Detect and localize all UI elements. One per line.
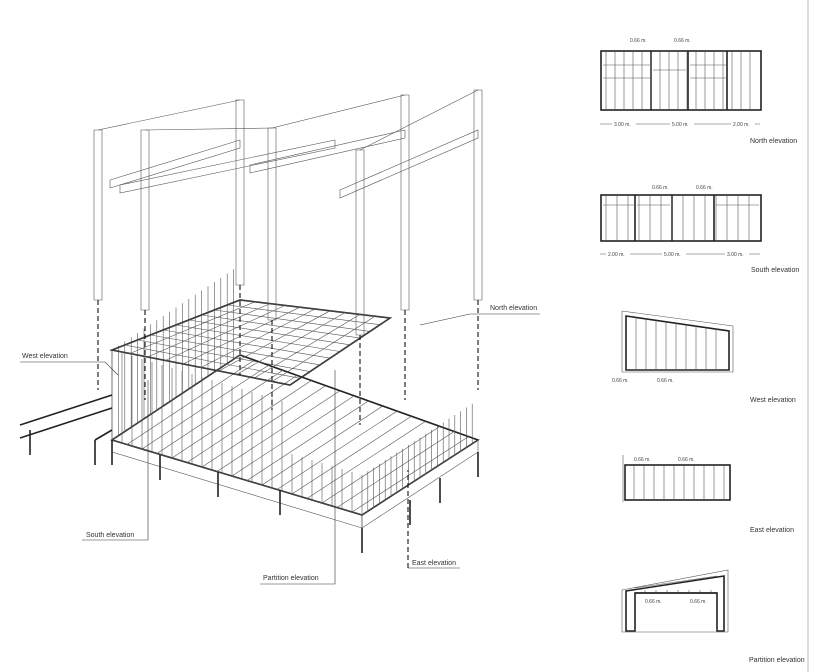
- platform-edge: [111, 439, 363, 529]
- floor-joist: [231, 395, 355, 477]
- svg-text:South elevation: South elevation: [86, 532, 134, 539]
- floor-joist: [321, 426, 441, 504]
- mast-column: [93, 129, 103, 301]
- floor-joist: [186, 380, 312, 463]
- cable-line: [144, 127, 273, 131]
- svg-text:3.00 m.: 3.00 m.: [614, 122, 631, 128]
- floor-joist: [276, 410, 398, 490]
- svg-text:5.00 m.: 5.00 m.: [664, 252, 681, 258]
- svg-text:North elevation: North elevation: [750, 138, 797, 145]
- floor-joist: [246, 400, 369, 481]
- svg-text:West elevation: West elevation: [750, 397, 796, 404]
- roof-rafter: [272, 315, 376, 382]
- svg-text:0.66 m.: 0.66 m.: [645, 599, 662, 605]
- callout-partition: Partition elevation: [260, 370, 336, 585]
- deck-beam: [94, 429, 113, 441]
- floor-joist: [126, 359, 255, 445]
- south-elevation: 0.66 m. 0.66 m. 2.00 m. 5.00 m. 3.00 m. …: [600, 185, 799, 274]
- svg-text:2.00 m.: 2.00 m.: [733, 122, 750, 128]
- axonometric-frame-drawing: [19, 89, 483, 553]
- floor-joist: [306, 421, 426, 499]
- roof-beam: [249, 129, 406, 174]
- callout-west: West elevation: [20, 353, 119, 376]
- roof-rafter: [227, 304, 381, 325]
- floor-joist: [141, 364, 269, 450]
- floor-joist: [201, 385, 326, 468]
- roof-rafter: [289, 317, 391, 386]
- floor-joist: [216, 390, 341, 472]
- roof-rafter: [254, 314, 361, 379]
- svg-text:0.66 m.: 0.66 m.: [612, 378, 629, 384]
- cable-line: [97, 99, 241, 131]
- mast-column: [140, 129, 150, 311]
- roof-rafter: [201, 314, 361, 339]
- svg-text:0.66 m.: 0.66 m.: [634, 457, 651, 463]
- svg-text:0.66 m.: 0.66 m.: [678, 457, 695, 463]
- floor-joist: [336, 431, 455, 508]
- roof-rafter: [236, 312, 346, 375]
- svg-text:Partition elevation: Partition elevation: [749, 657, 805, 664]
- callout-south: South elevation: [82, 380, 149, 541]
- cable-line: [359, 89, 479, 151]
- svg-text:North elevation: North elevation: [490, 305, 537, 312]
- mast-column: [267, 127, 277, 321]
- floor-joist: [261, 405, 383, 486]
- svg-text:Partition elevation: Partition elevation: [263, 575, 319, 582]
- svg-text:0.66 m.: 0.66 m.: [630, 38, 647, 44]
- svg-text:0.66 m.: 0.66 m.: [652, 185, 669, 191]
- svg-text:South elevation: South elevation: [751, 267, 799, 274]
- svg-text:0.66 m.: 0.66 m.: [674, 38, 691, 44]
- roof-beam: [339, 129, 479, 199]
- mast-column: [355, 149, 365, 336]
- roof-rafter: [175, 324, 341, 352]
- cable-line: [271, 94, 406, 129]
- svg-text:East elevation: East elevation: [412, 560, 456, 567]
- svg-text:2.00 m.: 2.00 m.: [608, 252, 625, 258]
- svg-text:East elevation: East elevation: [750, 527, 794, 534]
- roof-rafter: [188, 319, 351, 346]
- west-elevation: 0.66 m. 0.66 m. West elevation: [612, 310, 796, 404]
- roof-beam: [109, 139, 241, 189]
- deck-beam: [19, 407, 113, 439]
- roof-beam: [119, 139, 336, 194]
- svg-text:5.00 m.: 5.00 m.: [672, 122, 689, 128]
- floor-joist: [156, 370, 284, 454]
- svg-text:0.66 m.: 0.66 m.: [657, 378, 674, 384]
- partition-elevation: 0.66 m. 0.66 m. Partition elevation: [621, 569, 805, 664]
- east-elevation: 0.66 m. 0.66 m. East elevation: [622, 455, 794, 534]
- floor-joist: [171, 375, 298, 459]
- svg-text:0.66 m.: 0.66 m.: [690, 599, 707, 605]
- north-elevation: 0.66 m. 0.66 m. 3.00 m. 5.00 m. 2.00 m. …: [600, 38, 797, 145]
- mast-column: [400, 94, 410, 311]
- deck-beam: [19, 394, 113, 426]
- svg-text:West elevation: West elevation: [22, 353, 68, 360]
- roof-rafter: [239, 299, 391, 319]
- mast-column: [473, 89, 483, 301]
- mast-column: [235, 99, 245, 286]
- callout-north: North elevation: [419, 305, 540, 326]
- floor-joist: [291, 415, 412, 495]
- svg-text:0.66 m.: 0.66 m.: [696, 185, 713, 191]
- roof-rafter: [218, 310, 331, 372]
- callout-east: East elevation: [407, 470, 460, 569]
- svg-text:3.00 m.: 3.00 m.: [727, 252, 744, 258]
